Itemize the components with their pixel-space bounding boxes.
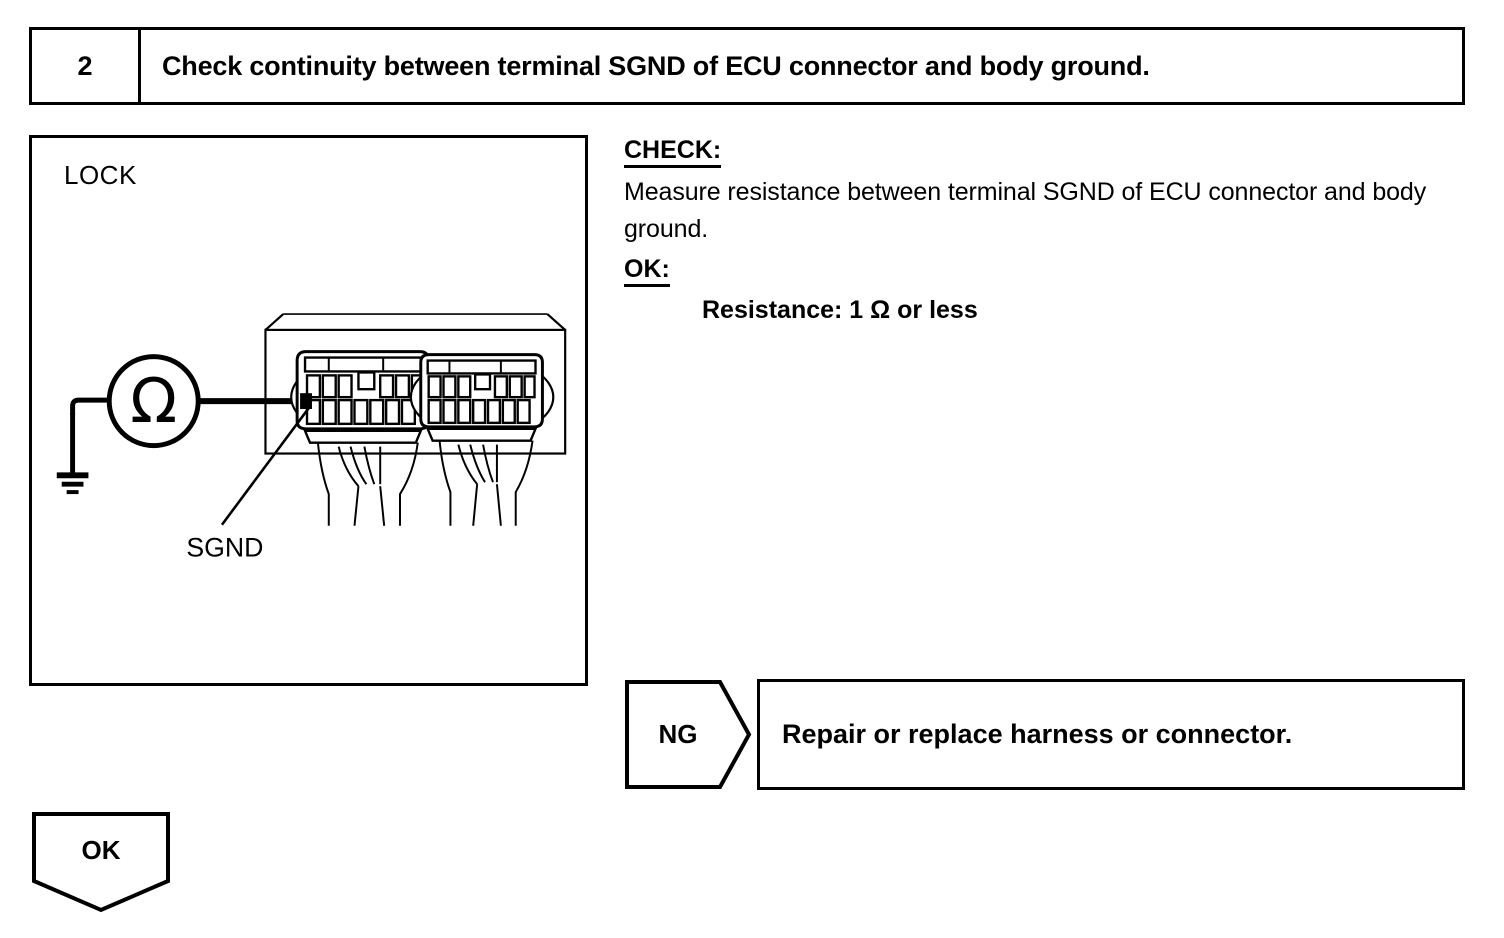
check-heading: CHECK: (624, 136, 722, 168)
body-ground-icon (56, 412, 89, 495)
ohm-symbol: Ω (130, 366, 177, 437)
ok-badge-label: OK (81, 834, 121, 865)
step-number: 2 (32, 30, 141, 102)
step-header-row: 2 Check continuity between terminal SGND… (29, 27, 1465, 105)
ohmmeter-icon: Ω (106, 354, 201, 449)
lock-label: LOCK (64, 160, 137, 190)
ng-branch: NG Repair or replace harness or connecto… (624, 679, 1465, 790)
sgnd-terminal (300, 393, 312, 410)
check-instructions-block: CHECK: Measure resistance between termin… (624, 136, 1469, 325)
ng-badge-label: NG (658, 719, 698, 749)
sgnd-leader-line (220, 404, 313, 526)
ng-action-text: Repair or replace harness or connector. (757, 679, 1465, 790)
resistance-spec: Resistance: 1 Ω or less (702, 296, 978, 324)
ng-badge: NG (624, 679, 752, 790)
illustration-panel: LOCK Ω (29, 135, 588, 686)
ok-heading-wrap: OK: (624, 255, 1469, 287)
sgnd-callout-label: SGND (186, 532, 263, 562)
ok-branch: OK (31, 811, 171, 913)
ok-heading: OK: (624, 255, 670, 287)
step-title: Check continuity between terminal SGND o… (162, 50, 1150, 81)
ecu-connector-diagram: Ω (56, 313, 567, 562)
ground-lead-wire (70, 397, 126, 415)
ecu-connector-right (409, 353, 555, 526)
check-description: Measure resistance between terminal SGND… (624, 178, 1427, 243)
